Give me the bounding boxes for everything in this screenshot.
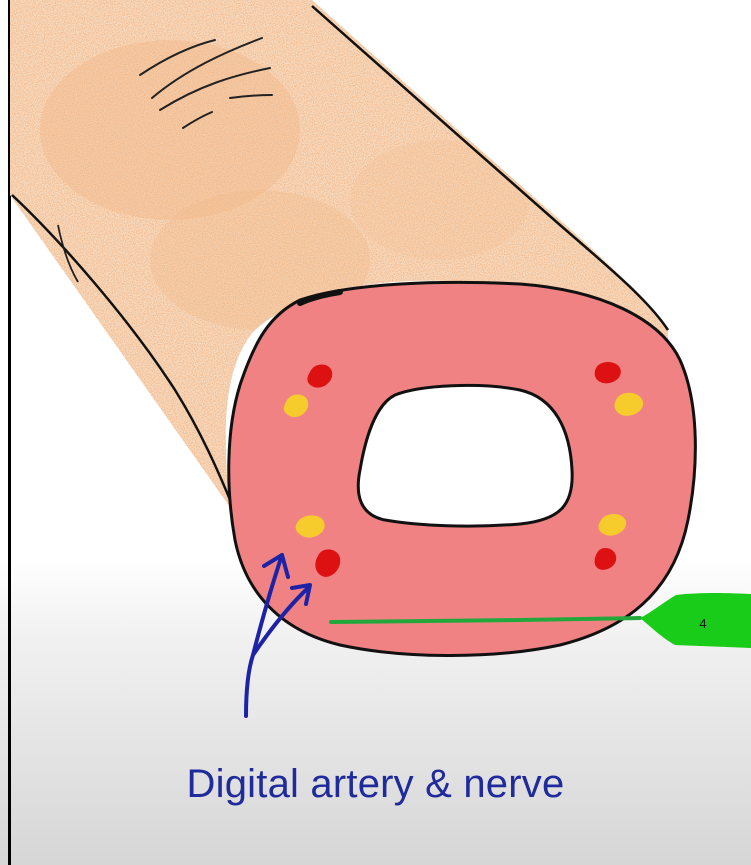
phalanx-bone	[358, 385, 572, 526]
needle-gauge-label: 4	[699, 616, 706, 631]
caption-label: Digital artery & nerve	[0, 762, 751, 807]
